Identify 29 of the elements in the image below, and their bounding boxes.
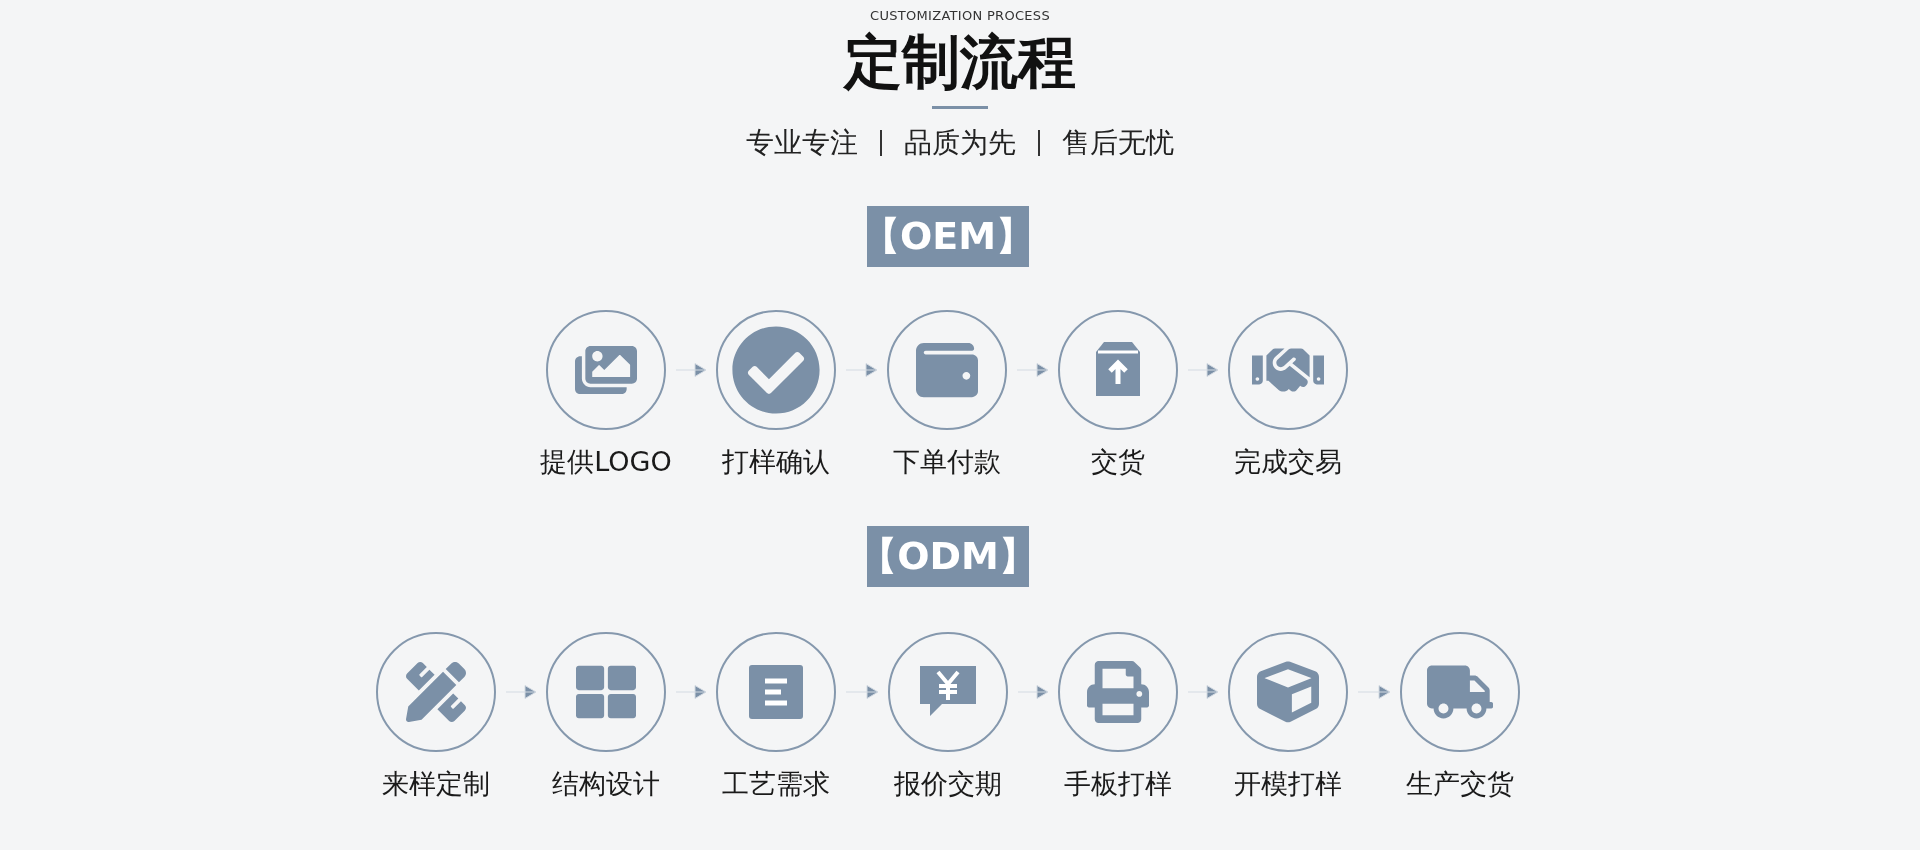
arrow <box>675 363 707 377</box>
step-label: 提供LOGO <box>540 445 672 479</box>
step-label: 开模打样 <box>1234 767 1342 801</box>
step-label: 完成交易 <box>1234 445 1342 479</box>
step-label: 来样定制 <box>382 767 490 801</box>
subtitle-text: CUSTOMIZATION PROCESS <box>870 8 1050 23</box>
section-badge: 【OEM】 <box>867 206 1029 267</box>
arrow <box>1016 363 1049 377</box>
step-label: 工艺需求 <box>722 767 830 801</box>
arrow <box>845 363 878 377</box>
step-label: 交货 <box>1091 445 1145 479</box>
step-label: 下单付款 <box>893 445 1001 479</box>
arrow <box>1187 363 1219 377</box>
slogan-text: 售后无忧 <box>1062 125 1174 161</box>
step-label: 报价交期 <box>894 767 1002 801</box>
section-badge: 【ODM】 <box>867 526 1029 587</box>
arrow <box>675 685 707 699</box>
step-label: 结构设计 <box>552 767 660 801</box>
arrow <box>1357 685 1391 699</box>
arrow <box>845 685 879 699</box>
arrow <box>505 685 537 699</box>
step-label: 手板打样 <box>1064 767 1172 801</box>
step-label: 打样确认 <box>722 445 830 479</box>
slogan-text: 专业专注 <box>746 125 858 161</box>
arrow <box>1017 685 1049 699</box>
step-label: 生产交货 <box>1406 767 1514 801</box>
title: 定制流程 <box>844 27 1076 98</box>
arrow <box>1187 685 1219 699</box>
slogan-text: 品质为先 <box>904 125 1016 161</box>
